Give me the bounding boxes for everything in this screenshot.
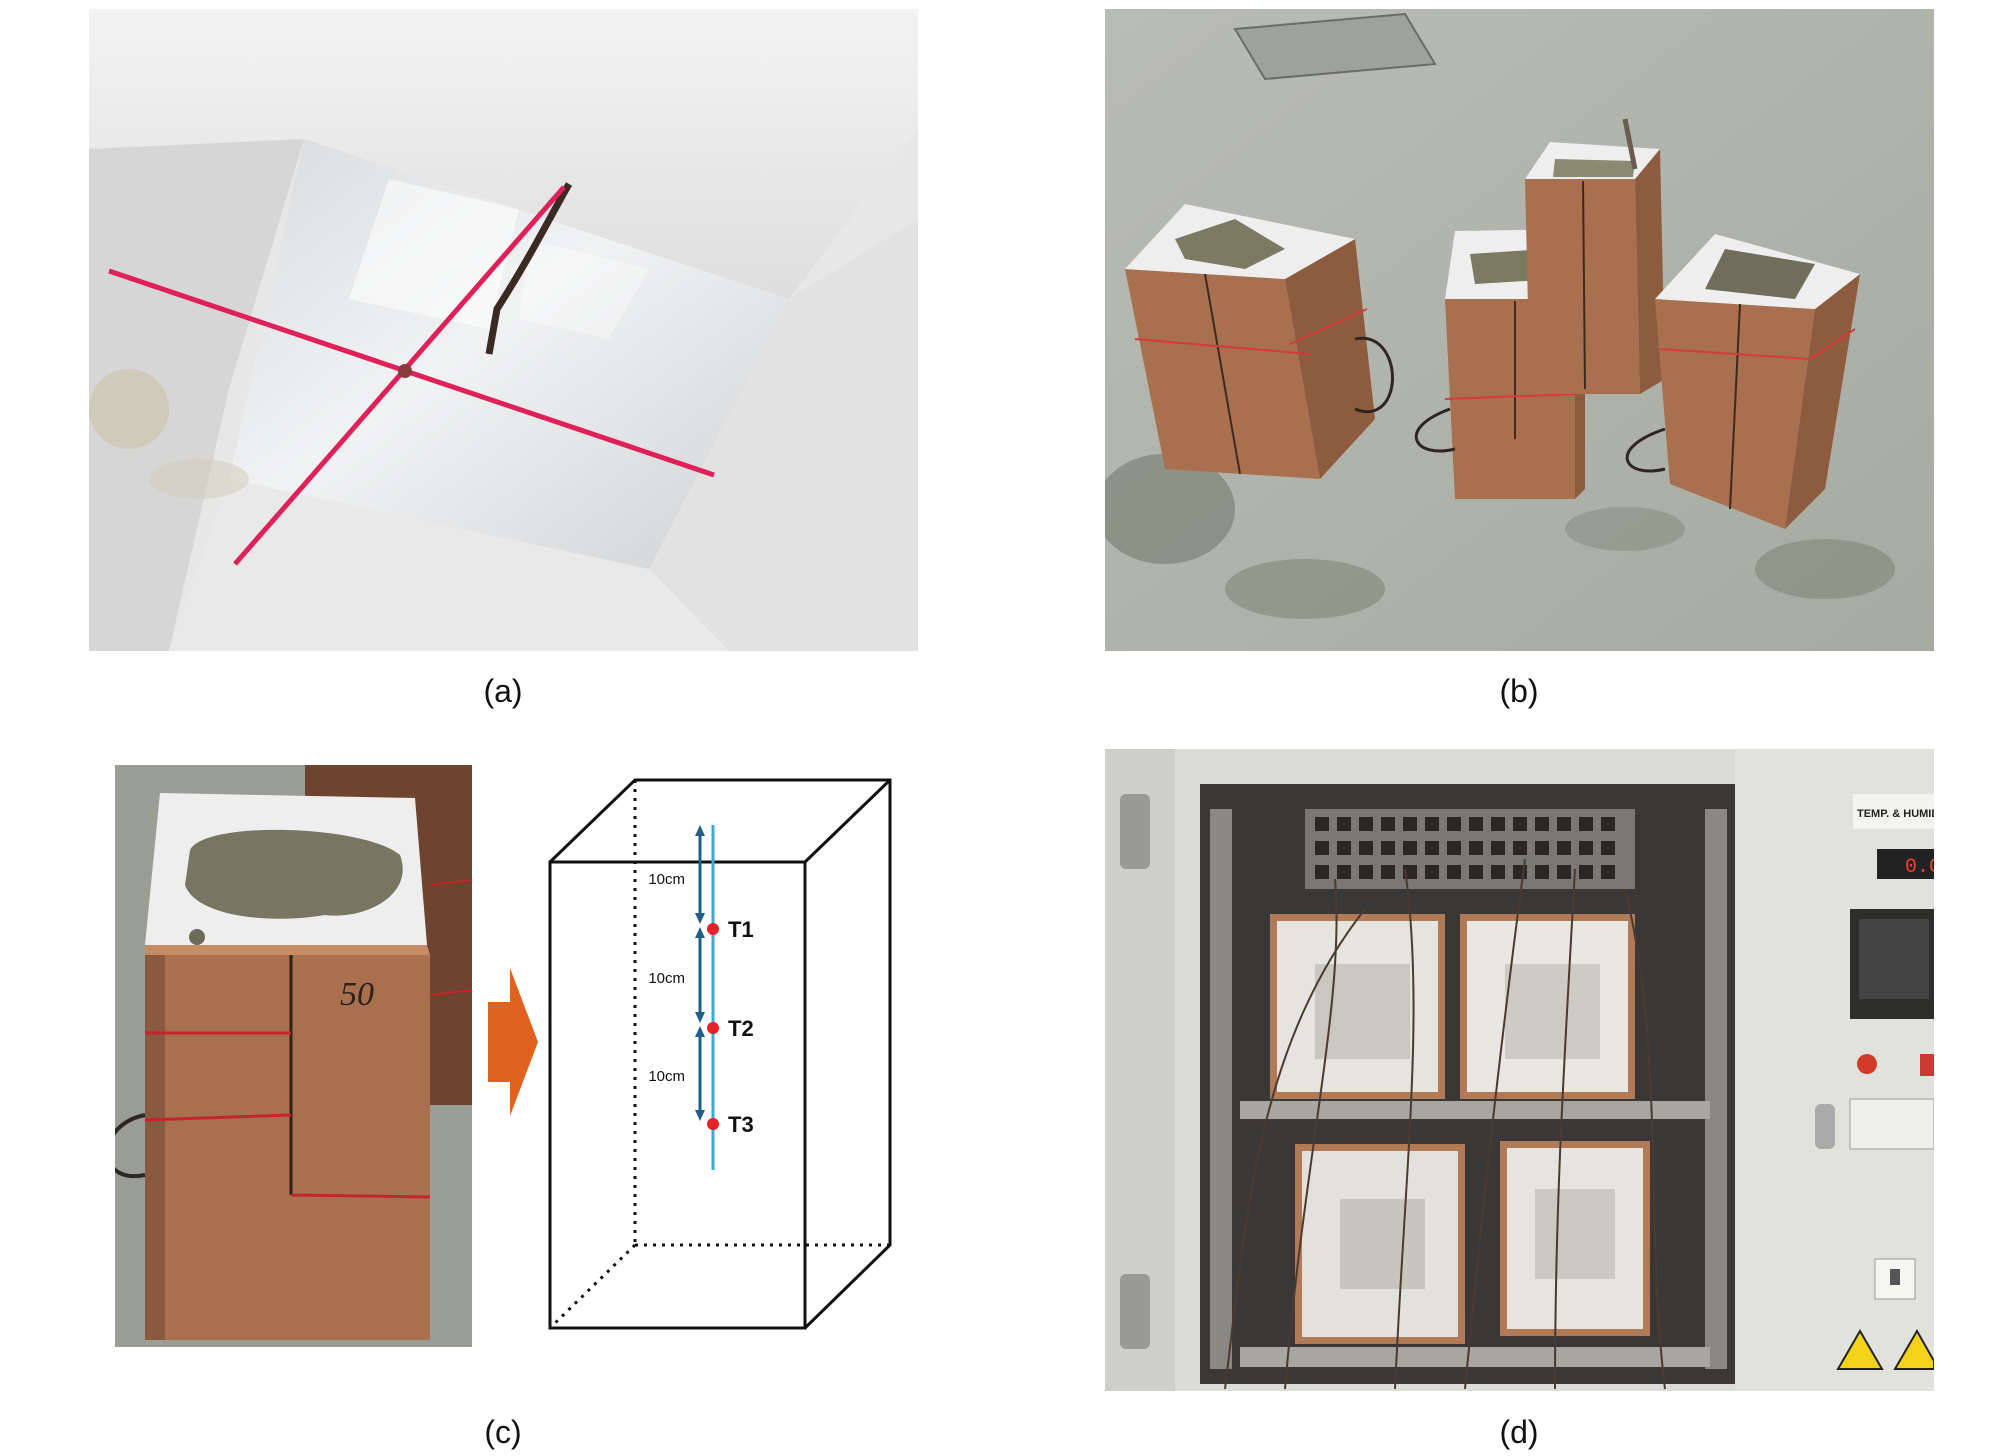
caption-b: (b) <box>1499 673 1539 709</box>
mold-right-wall <box>649 219 918 651</box>
photo-c-specimen: 50 <box>115 765 472 1347</box>
power-button[interactable] <box>1857 1054 1877 1074</box>
string-diagonal <box>233 185 566 566</box>
touch-screen-glass <box>1859 919 1929 999</box>
mold-bottom-wall <box>169 479 729 651</box>
sensor-diagram: 10cm 10cm 10cm T1 T2 T3 <box>540 770 900 1340</box>
specimen-4 <box>1655 234 1860 529</box>
cable-loop <box>115 1113 146 1179</box>
box-top-right-edge <box>803 778 892 864</box>
sensor-dot-t2 <box>707 1022 719 1034</box>
left-edge <box>145 955 165 1340</box>
switch-icon[interactable] <box>1890 1269 1900 1285</box>
temperature-readout: 0.0 <box>1905 856 1934 879</box>
thermocouple-cable <box>485 182 573 355</box>
photo-a-styrofoam-mold <box>89 9 918 651</box>
mold-left-wall <box>89 139 304 651</box>
sensor-label-t2: T2 <box>728 1016 754 1041</box>
sensor-dot-t3 <box>707 1118 719 1130</box>
string-knot <box>398 364 412 378</box>
stain <box>149 459 249 499</box>
caption-d: (d) <box>1499 1414 1539 1450</box>
control-title: TEMP. & HUMIDITY <box>1857 808 1934 820</box>
photo-b-drawing <box>1105 9 1934 651</box>
spacing-label-3: 10cm <box>648 1068 685 1085</box>
specimen-lower-right <box>1500 1141 1650 1336</box>
arrow-right-icon <box>488 968 538 1116</box>
mold-top-wall <box>89 9 918 299</box>
spacing-label-2: 10cm <box>648 970 685 987</box>
concrete-speck <box>189 929 205 945</box>
photo-a-drawing <box>89 9 918 651</box>
specimen-1 <box>1125 204 1375 479</box>
photo-b-specimens <box>1105 9 1934 651</box>
sensor-label-t1: T1 <box>728 917 754 942</box>
cable-2 <box>1414 407 1456 453</box>
photo-d-chamber: TEMP. & HUMIDITY 0.0 <box>1105 749 1934 1391</box>
specimen-front-face <box>145 955 430 1340</box>
wet-patch <box>1565 507 1685 551</box>
dimension-arrows <box>695 825 705 1121</box>
right-rail <box>1705 809 1727 1369</box>
steel-plate <box>1233 12 1437 81</box>
wet-patch <box>1225 559 1385 619</box>
red-string <box>290 1193 431 1199</box>
cable-4 <box>1625 427 1666 473</box>
top-edge <box>145 945 430 955</box>
photo-c-drawing: 50 <box>115 765 472 1347</box>
concrete-surface <box>185 829 403 919</box>
control-title-plate <box>1853 794 1934 829</box>
door-latch[interactable] <box>1815 1104 1835 1149</box>
red-string <box>429 989 472 996</box>
wet-patch <box>1755 539 1895 599</box>
arrow-right <box>488 968 538 1116</box>
sensor-diagram-svg: 10cm 10cm 10cm T1 T2 T3 <box>548 778 892 1330</box>
caption-c: (c) <box>484 1414 522 1450</box>
spec-label <box>1849 1098 1934 1150</box>
specimen-lower-left <box>1295 1144 1465 1344</box>
warning-electric-icon <box>1893 1328 1934 1370</box>
red-string <box>429 879 472 886</box>
light-patch <box>349 179 519 329</box>
door-hinge <box>1120 1274 1150 1349</box>
specimen-mark: 50 <box>340 976 374 1013</box>
specimen-upper-right <box>1460 914 1635 1099</box>
temperature-display <box>1877 849 1934 879</box>
vent-grid <box>1305 809 1635 889</box>
specimen-upper-left <box>1270 914 1445 1099</box>
photo-d-drawing: TEMP. & HUMIDITY 0.0 <box>1105 749 1934 1391</box>
red-string <box>144 1113 292 1122</box>
wet-patch <box>1105 454 1235 564</box>
spacing-label-1: 10cm <box>648 871 685 888</box>
sensor-dot-t1 <box>707 923 719 935</box>
alarm-button[interactable] <box>1920 1054 1934 1076</box>
light-patch <box>519 239 649 339</box>
thermocouple-wires <box>1224 858 1666 1390</box>
left-rail <box>1210 809 1232 1369</box>
warning-slip-icon <box>1836 1329 1884 1370</box>
stain <box>89 369 169 449</box>
caption-a: (a) <box>483 673 523 709</box>
shelf-lower <box>1240 1347 1710 1367</box>
box-front-face <box>548 860 807 1330</box>
door-hinge <box>1120 794 1150 869</box>
shelf-upper <box>1240 1101 1710 1119</box>
hidden-edge-diagonal <box>548 1243 637 1330</box>
sensor-label-t3: T3 <box>728 1112 754 1137</box>
specimen-3 <box>1525 118 1665 394</box>
cable-1 <box>1354 336 1394 413</box>
